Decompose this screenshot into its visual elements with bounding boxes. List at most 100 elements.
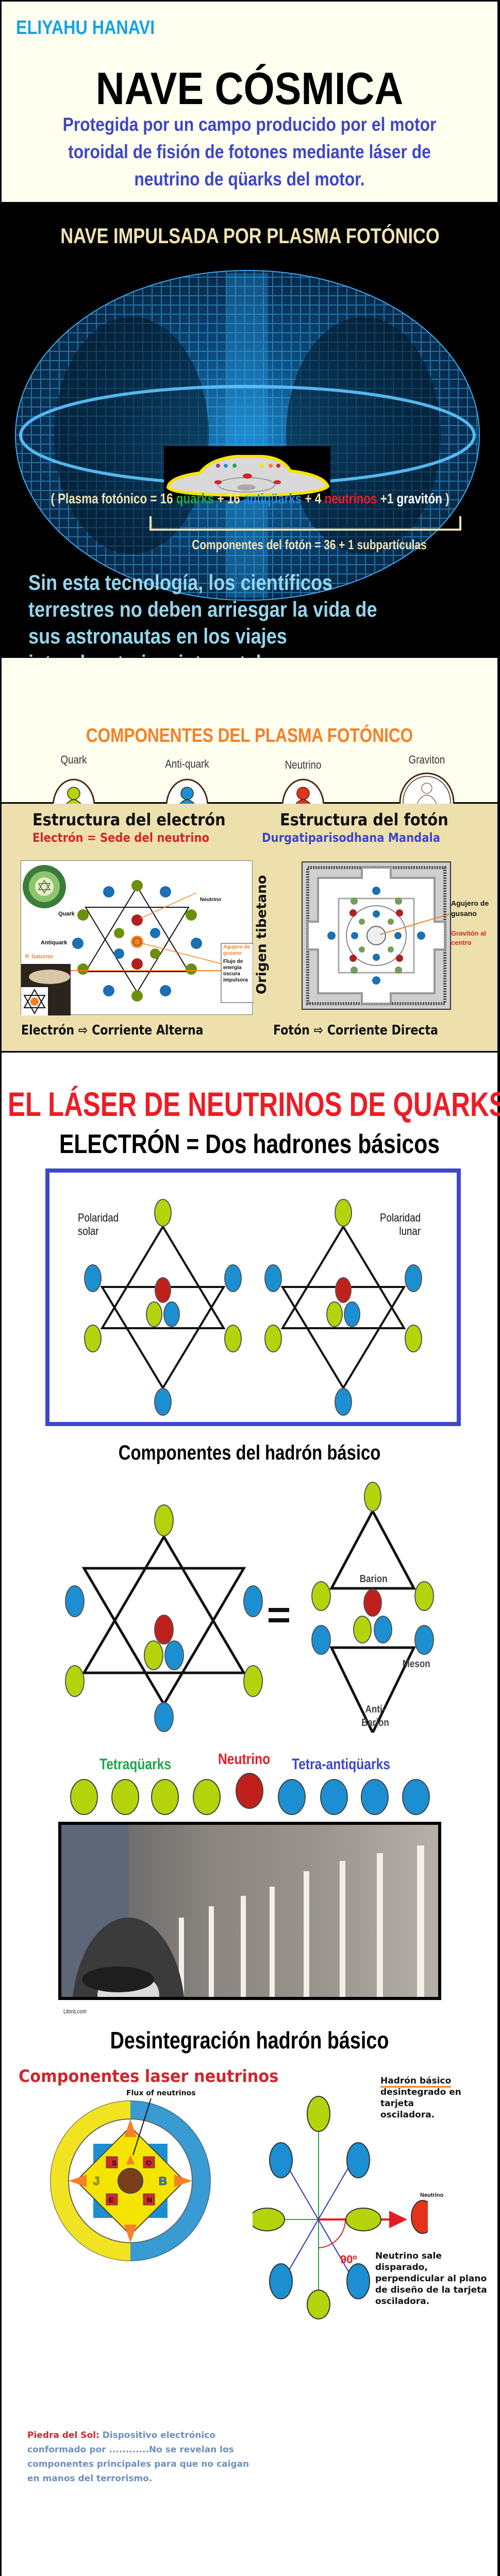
laser-title: EL LÁSER DE NEUTRINOS DE QUARKS [8,1085,500,1123]
hadron-note-title: Hadrón básico [380,2076,452,2088]
menorah-photo-image [61,1825,438,1997]
neutrino-exit-text: Neutrino sale disparado, perpendicular a… [375,2251,487,2307]
photon-wormhole-label: Agujero de gusano [451,899,489,918]
letter-b: B [159,2175,167,2188]
letter-e: E [109,2196,113,2204]
formula-prefix: ( Plasma fotónico = [51,490,160,506]
sun-stone-diagram: S O E N J B [50,2098,211,2261]
saturn-label: P. Saturno [25,954,53,960]
durgatiparisodhana-mandala [303,862,451,1009]
page-subtitle: Protegida por un campo producido por el … [62,114,437,190]
component-label: Anti-quark [165,757,209,770]
lotus-icon [23,865,66,908]
component-label: Neutrino [285,758,322,771]
lunar-hexagram [264,1199,422,1416]
tetra-antiquarks-label: Tetra-antiqüarks [292,1756,390,1773]
quarks-count: 16 [160,490,173,506]
neutrinos-label: neutrinos [324,490,377,506]
tetraquark-row [70,1773,430,1815]
neutrino-label: Neutrino [200,897,222,903]
electron-current-label: Electrón ⇨ Corriente Alterna [21,1023,204,1038]
oscillator-card-diagram: 90º [253,2096,428,2319]
electron-structure-diagram [21,865,254,1015]
antiquarks-label: antiqüarks [243,490,302,506]
components-section: COMPONENTES DEL PLASMA FOTÓNICO Quark An… [2,658,497,837]
components-title: COMPONENTES DEL PLASMA FOTÓNICO [86,725,413,747]
tibetan-origin-label: Origen tibetano [254,875,270,994]
hadron-note-text: desintegrado en tarjeta osciladora. [380,2087,461,2120]
disintegration-title: Desintegración hadrón básico [110,2027,389,2054]
tetraquarks-label: Tetraqüarks [99,1756,172,1773]
angle-label: 90º [340,2253,357,2266]
component-label: Quark [60,753,87,766]
author-name: ELIYAHU HANAVI [16,17,155,39]
antibarion-label: Anti-Barion [361,1704,389,1728]
graviton-count: +1 [377,490,397,506]
photon-word: Fotón [273,1023,310,1038]
hadron-note: Hadrón básico desintegrado en tarjeta os… [380,2075,468,2121]
photon-structure-title: Estructura del fotón [280,810,448,829]
letter-o: O [146,2159,152,2167]
menorah-photo [58,1822,441,2000]
meson-label: Meson [402,1658,430,1670]
plus-sign: + [214,490,227,506]
polarity-diagram-box: Polaridad solar Polaridad lunar [45,1168,461,1426]
polarity-solar-label: Polaridad solar [78,1211,119,1238]
page-title: NAVE CÓSMICA [95,63,404,114]
letter-s: S [112,2159,116,2167]
sun-stone-text: Dispositivo electrónico conformado por .… [27,2430,249,2484]
structure-section: Estructura del electrón Electrón = Sede … [2,804,497,1051]
antiquark-label: Antiquark [41,940,68,946]
letter-n: N [147,2196,152,2204]
wormhole-label: Agujero de gusano [223,944,251,956]
plasma-title: NAVE IMPULSADA POR PLASMA FOTÓNICO [60,224,440,248]
photo-credit: Litora.com [63,2008,87,2015]
electron-word: Electrón [21,1023,75,1038]
equals-sign [269,1608,289,1622]
polarity-lunar-label: Polaridad lunar [379,1211,421,1238]
menorah-illustration [61,1825,424,1997]
antiquarks-count: 16 [227,490,240,506]
quarks-label: qüarks [176,490,214,506]
electron-equation: ELECTRÓN = Dos hadrones básicos [59,1129,440,1159]
mandala-diagram [302,861,451,1010]
plasma-formula: ( Plasma fotónico = 16 qüarks + 16 antiq… [50,490,450,507]
toroidal-field-image [15,270,480,601]
formula-suffix: ) [442,490,449,506]
quark-label: Quark [58,911,75,917]
header-section: ELIYAHU HANAVI NAVE CÓSMICA Protegida po… [2,2,497,202]
component-label: Graviton [408,753,445,766]
electron-structure-title: Estructura del electrón [32,810,226,829]
graviton-center-label: Gravitón al centro [451,929,486,946]
letter-j: J [93,2175,99,2188]
electron-diagram: Neutrino Quark Antiquark P. Saturno Aguj… [21,860,254,1015]
photon-current-label: Fotón ⇨ Corriente Directa [273,1023,438,1038]
sun-stone-description: Piedra del Sol: Dispositivo electrónico … [27,2428,254,2486]
sun-stone-label: Piedra del Sol: [27,2430,99,2441]
arrow-right-icon: ⇨ [78,1023,88,1038]
laser-section: EL LÁSER DE NEUTRINOS DE QUARKS ELECTRÓN… [2,1053,500,2576]
barion-label: Barion [359,1573,388,1585]
arrow-right-icon: ⇨ [313,1023,324,1038]
direct-current-word: Corriente Directa [327,1023,438,1038]
electron-structure-subtitle: Electrón = Sede del neutrino [32,831,210,845]
neutrino-small-label: Neutrino [420,2192,444,2198]
alternating-current-word: Corriente Alterna [92,1023,204,1038]
neutrino-center-label: Neutrino [218,1751,271,1768]
solar-hexagram [84,1199,242,1416]
plasma-section: NAVE IMPULSADA POR PLASMA FOTÓNICO [0,202,500,702]
flux-label: Flux of neutrinos [126,2089,196,2097]
barion-meson-antibarion [311,1482,434,1733]
neutrinos-count: + 4 [302,490,325,506]
hadron-hexagram [65,1504,263,1732]
photon-components-label: Componentes del fotón = 36 + 1 subpartíc… [192,537,427,552]
components-laser-title: Componentes laser neutrinos [19,2066,279,2086]
photon-structure-subtitle: Durgatiparisodhana Mandala [262,831,441,845]
spaceship-icon [164,446,330,500]
hadron-decomposition-diagram [65,1482,434,1733]
dark-energy-label: Flujo de energía oscura impulsora [223,959,248,983]
formula-bracket [149,516,461,531]
graviton-label: gravitón [396,490,442,506]
hadron-components-title: Componentes del hadrón básico [118,1442,381,1464]
